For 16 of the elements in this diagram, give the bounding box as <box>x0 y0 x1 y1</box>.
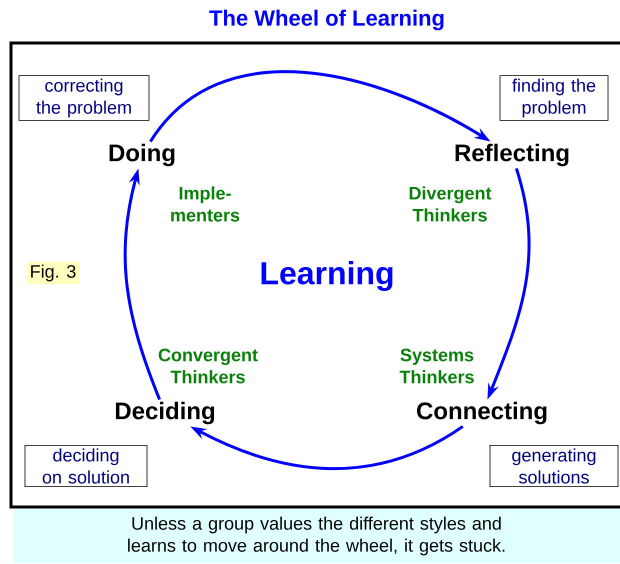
note-box: deciding on solution <box>24 445 148 487</box>
center-label: Learning <box>262 261 392 291</box>
role-label: Convergent Thinkers <box>158 348 258 384</box>
figure-tag: Fig. 3 <box>26 262 80 284</box>
stage-label: Connecting <box>417 402 546 424</box>
role-label: Systems Thinkers <box>400 348 474 384</box>
note-box: correcting the problem <box>18 75 150 121</box>
stage-label: Reflecting <box>456 144 568 166</box>
note-box: generating solutions <box>490 445 618 487</box>
title: The Wheel of Learning <box>209 10 444 30</box>
caption-band: Unless a group values the different styles and learns to move around the wheel, it gets stuck. <box>13 509 620 563</box>
role-label: Divergent Thinkers <box>410 186 492 222</box>
stage-label: Doing <box>110 144 174 166</box>
stage-label: Deciding <box>116 402 214 424</box>
note-box: finding the problem <box>500 75 608 121</box>
role-label: Imple- menters <box>171 186 240 222</box>
